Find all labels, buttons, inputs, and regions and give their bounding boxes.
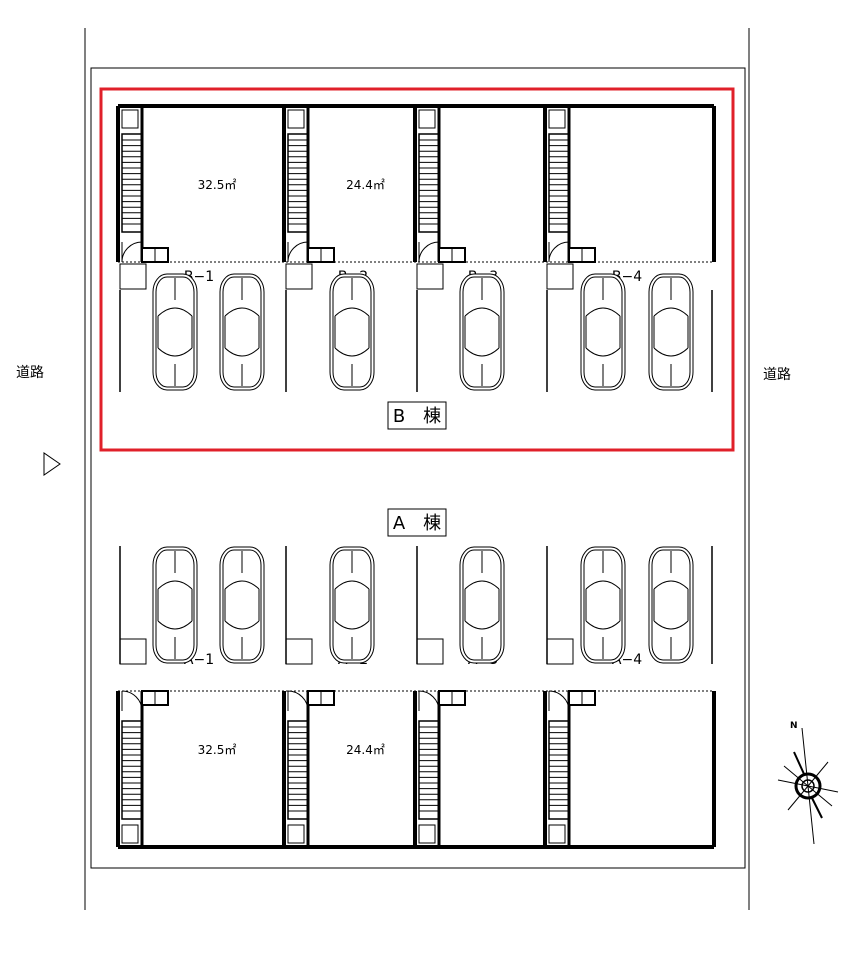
door-swing [287, 690, 309, 712]
road-label-left: 道路 [16, 365, 44, 381]
utility-box [548, 109, 566, 129]
door-swing [287, 241, 309, 263]
parked-car-icon [648, 546, 694, 664]
parked-car-icon [329, 273, 375, 391]
stair [548, 133, 570, 233]
stair [121, 133, 143, 233]
stair [287, 133, 309, 233]
utility-box [548, 824, 566, 844]
unit-area-label: 32.5㎡ [198, 743, 237, 757]
entrance-door [546, 638, 574, 665]
door-swing [121, 690, 143, 712]
parked-car-icon [459, 273, 505, 391]
building-a-label-text: A 棟 [393, 513, 441, 534]
building-a-label: A 棟 [387, 508, 447, 537]
unit-area-label: 32.5㎡ [198, 178, 237, 192]
parked-car-icon [580, 273, 626, 391]
unit-a-4: A−4 [543, 546, 642, 847]
entrance-door [119, 638, 147, 665]
road-label-right: 道路 [763, 367, 791, 383]
entrance-door [546, 263, 574, 290]
building-b-label: B 棟 [387, 401, 447, 430]
entrance-door [416, 263, 444, 290]
entrance-door [119, 263, 147, 290]
parked-car-icon [580, 546, 626, 664]
parked-car-icon [219, 273, 265, 391]
utility-box [287, 109, 305, 129]
entrance-arrow-icon [43, 452, 61, 476]
door-swing [418, 690, 440, 712]
entrance-door [416, 638, 444, 665]
entrance-door [285, 263, 313, 290]
parked-car-icon [219, 546, 265, 664]
compass-icon: N [777, 721, 839, 845]
utility-box [418, 109, 436, 129]
door-swing [548, 241, 570, 263]
stair [418, 133, 440, 233]
unit-area-label: 24.4㎡ [346, 743, 385, 757]
stair [121, 720, 143, 820]
parked-car-icon [459, 546, 505, 664]
compass-north-label: N [790, 721, 798, 731]
door-swing [121, 241, 143, 263]
utility-box [121, 824, 139, 844]
parked-car-icon [648, 273, 694, 391]
door-swing [548, 690, 570, 712]
parked-car-icon [152, 273, 198, 391]
stair [287, 720, 309, 820]
unit-area-label: 24.4㎡ [346, 178, 385, 192]
utility-box [418, 824, 436, 844]
parked-car-icon [152, 546, 198, 664]
stair [418, 720, 440, 820]
site-boundary [84, 28, 750, 910]
door-swing [418, 241, 440, 263]
stair [548, 720, 570, 820]
highlight-frame [99, 87, 735, 452]
utility-box [121, 109, 139, 129]
parked-car-icon [329, 546, 375, 664]
utility-box [287, 824, 305, 844]
entrance-door [285, 638, 313, 665]
unit-b-4: B−4 [543, 106, 642, 392]
building-b-label-text: B 棟 [393, 406, 441, 427]
unit-a-3: A−3 [413, 546, 498, 847]
